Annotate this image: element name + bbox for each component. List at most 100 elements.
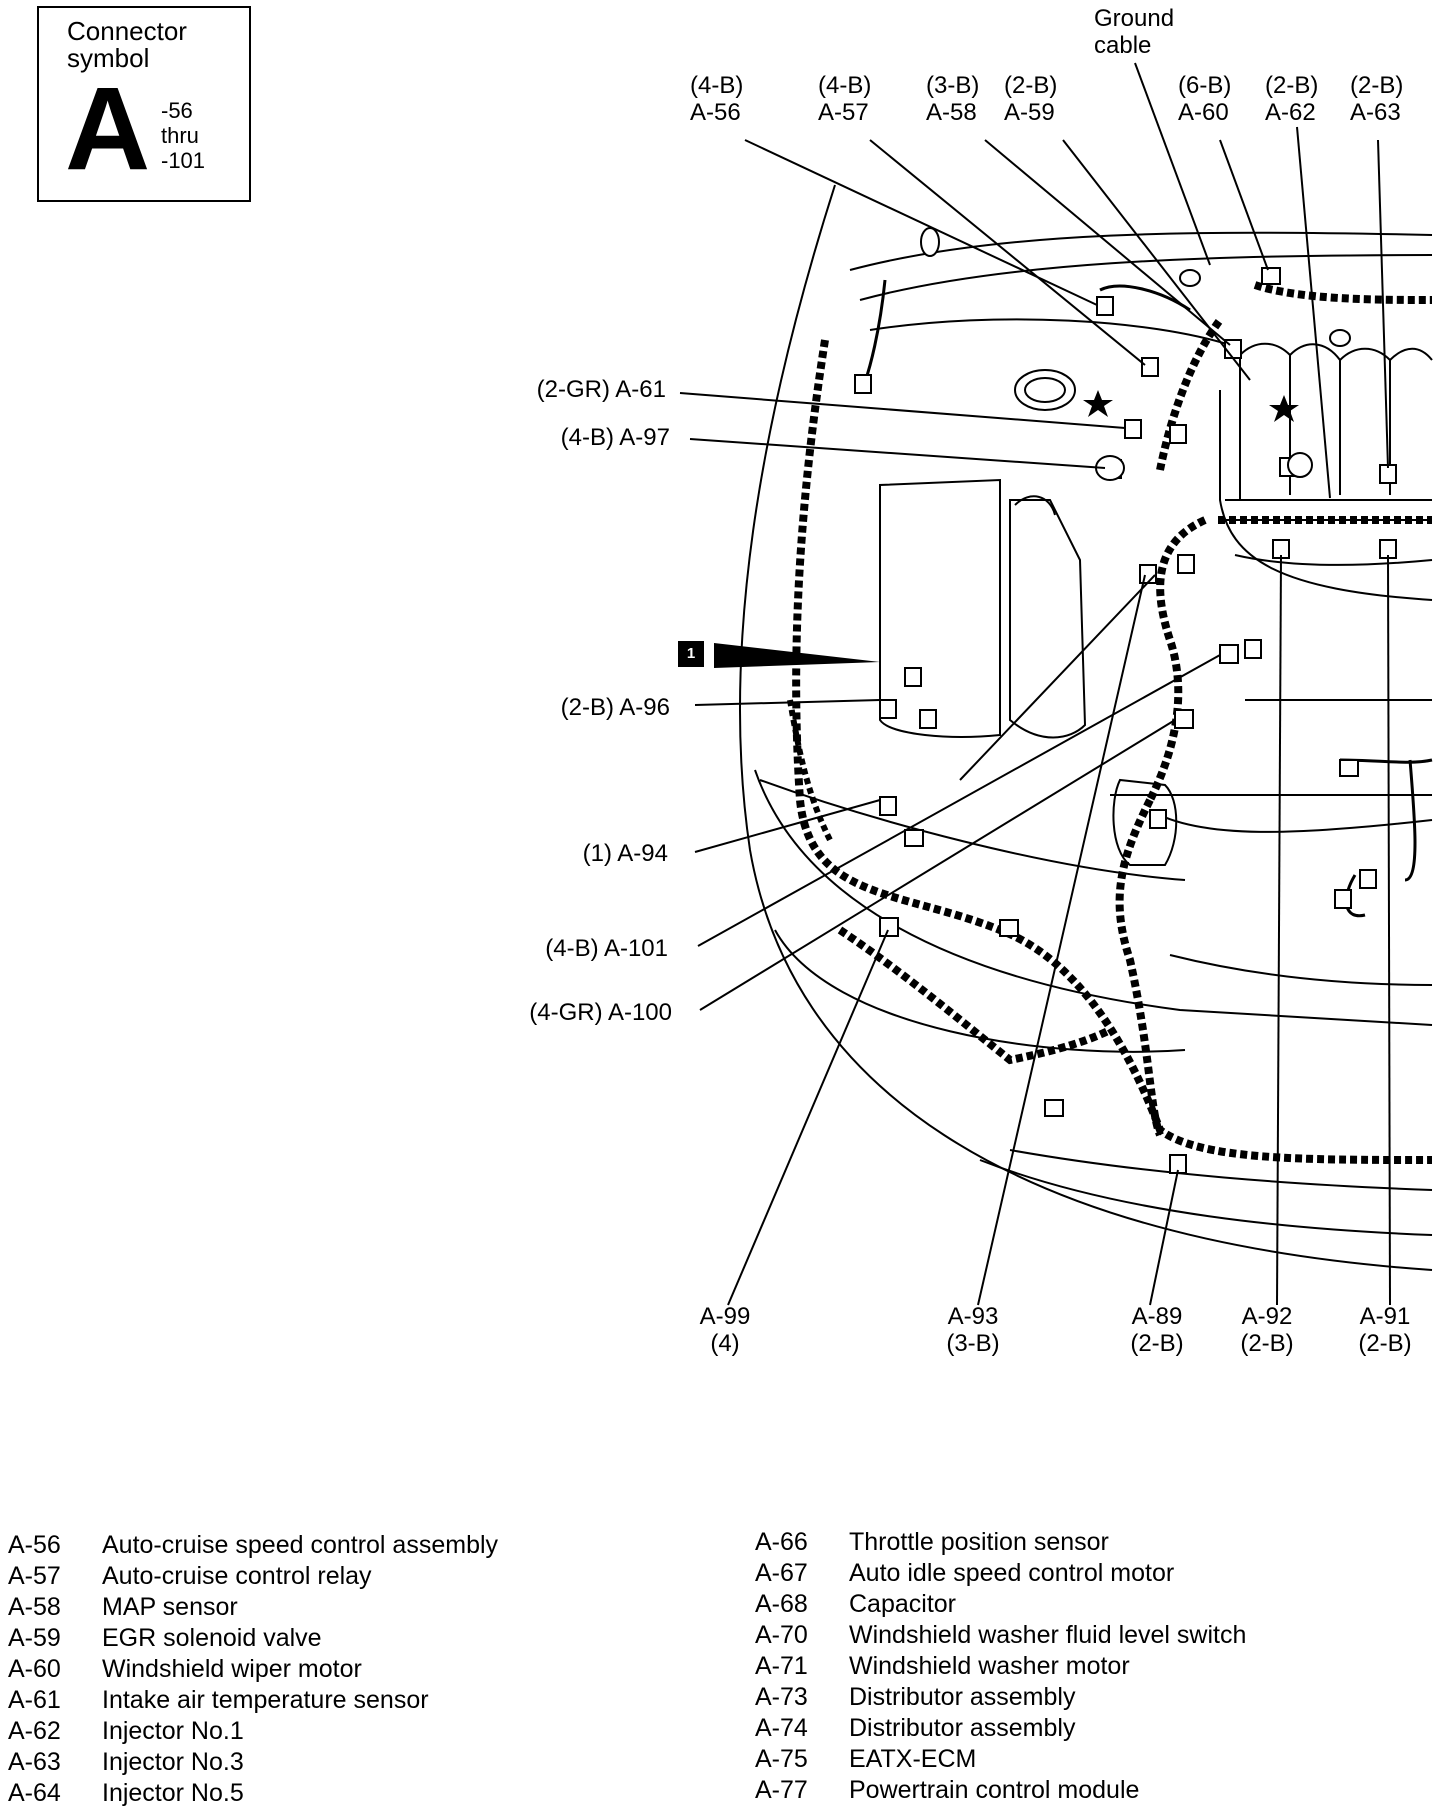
leader-a57 [869,139,1146,366]
connector-x12 [904,829,924,847]
leader-a58 [984,139,1231,346]
label-a96: (2-B) A-96 [560,694,670,721]
reservoir [1009,499,1087,739]
label-a101: (4-B) A-101 [545,935,668,962]
front-curve-2 [759,779,1186,881]
leader-a62 [1296,126,1331,499]
leader-a60 [1219,139,1269,271]
fender-line-3 [869,318,1231,346]
connector-x4 [1339,759,1359,777]
leader-x [959,574,1156,781]
connector-symbol-letter: A [65,63,151,195]
round-cap [1014,369,1076,411]
connector-a96 [879,699,897,719]
leader-a99 [727,929,889,1306]
ground-cable-label: Ground cable [1094,5,1175,59]
connector-symbol-range: -56 thru -101 [161,98,206,173]
connector-a56 [1096,296,1114,316]
leader-a89 [1149,1169,1179,1306]
star-marker [1269,395,1299,422]
leader-a101 [697,654,1221,947]
ground-terminal [1179,269,1201,287]
bumper-line [1009,1149,1433,1191]
engine-rocker-top [1239,342,1433,362]
leader-a61 [679,392,1126,429]
connector-x5 [1359,869,1377,889]
bracket [1112,778,1178,866]
label-a60: (6-B) A-60 [1178,72,1232,126]
cowl-outline [849,231,1433,271]
label-a100: (4-GR) A-100 [529,999,672,1026]
label-a62: (2-B) A-62 [1265,72,1319,126]
front-curve-3 [1169,954,1433,986]
engine-block [1219,390,1433,601]
connector-a61 [1124,419,1142,439]
connector-a59 [1169,424,1187,444]
wire-d [1404,759,1417,882]
label-a63: (2-B) A-63 [1350,72,1404,126]
label-a94: (1) A-94 [582,840,668,867]
star-marker [1083,390,1113,417]
engine-lower-2 [1110,699,1433,833]
label-a99: A-99 (4) [699,1303,751,1357]
reservoir-cap [1014,495,1056,516]
callout-wedge [714,643,880,668]
connector-x7 [1149,809,1167,829]
harness-branch-1 [837,926,1112,1065]
ground-terminal-2 [1329,329,1351,347]
harness-branch-3 [1156,317,1224,471]
connector-a60 [1261,267,1281,285]
washer-tank [879,478,1001,738]
leader-a91 [1387,554,1391,1306]
label-a59: (2-B) A-59 [1004,72,1058,126]
harness-branch-6 [1115,798,1164,1137]
leader-a94 [694,799,881,853]
leader-a59 [1062,139,1251,381]
connector-a93 [1139,564,1157,584]
connector-a94 [879,796,897,816]
fender-outline [754,769,1433,1026]
bumper-line-2 [979,1159,1433,1236]
main-harness [792,339,1433,1164]
connector-a99 [879,917,899,937]
label-a89: A-89 (2-B) [1130,1303,1184,1357]
connector-x3 [1044,1099,1064,1117]
leader-a92 [1276,554,1282,1306]
label-a93: A-93 (3-B) [946,1303,1000,1357]
engine-rocker-cover [1225,355,1432,521]
connector-symbol-title: Connector symbol [67,16,187,73]
label-a97: (4-B) A-97 [560,424,670,451]
leader-a96 [694,699,881,706]
callout-badge: 1 [678,641,704,667]
body-outline [738,184,1433,1271]
connector-x1 [854,374,872,394]
connector-x8 [1177,554,1195,574]
connector-x2 [999,919,1019,937]
connector-a100 [1174,709,1194,729]
connector-x6 [1334,889,1352,909]
leader-a93 [977,574,1146,1306]
connector-x9 [1244,639,1262,659]
label-a61: (2-GR) A-61 [536,376,666,403]
connector-x11 [919,709,937,729]
cowl-outline-2 [859,254,1433,301]
leader-a97 [689,438,1106,469]
